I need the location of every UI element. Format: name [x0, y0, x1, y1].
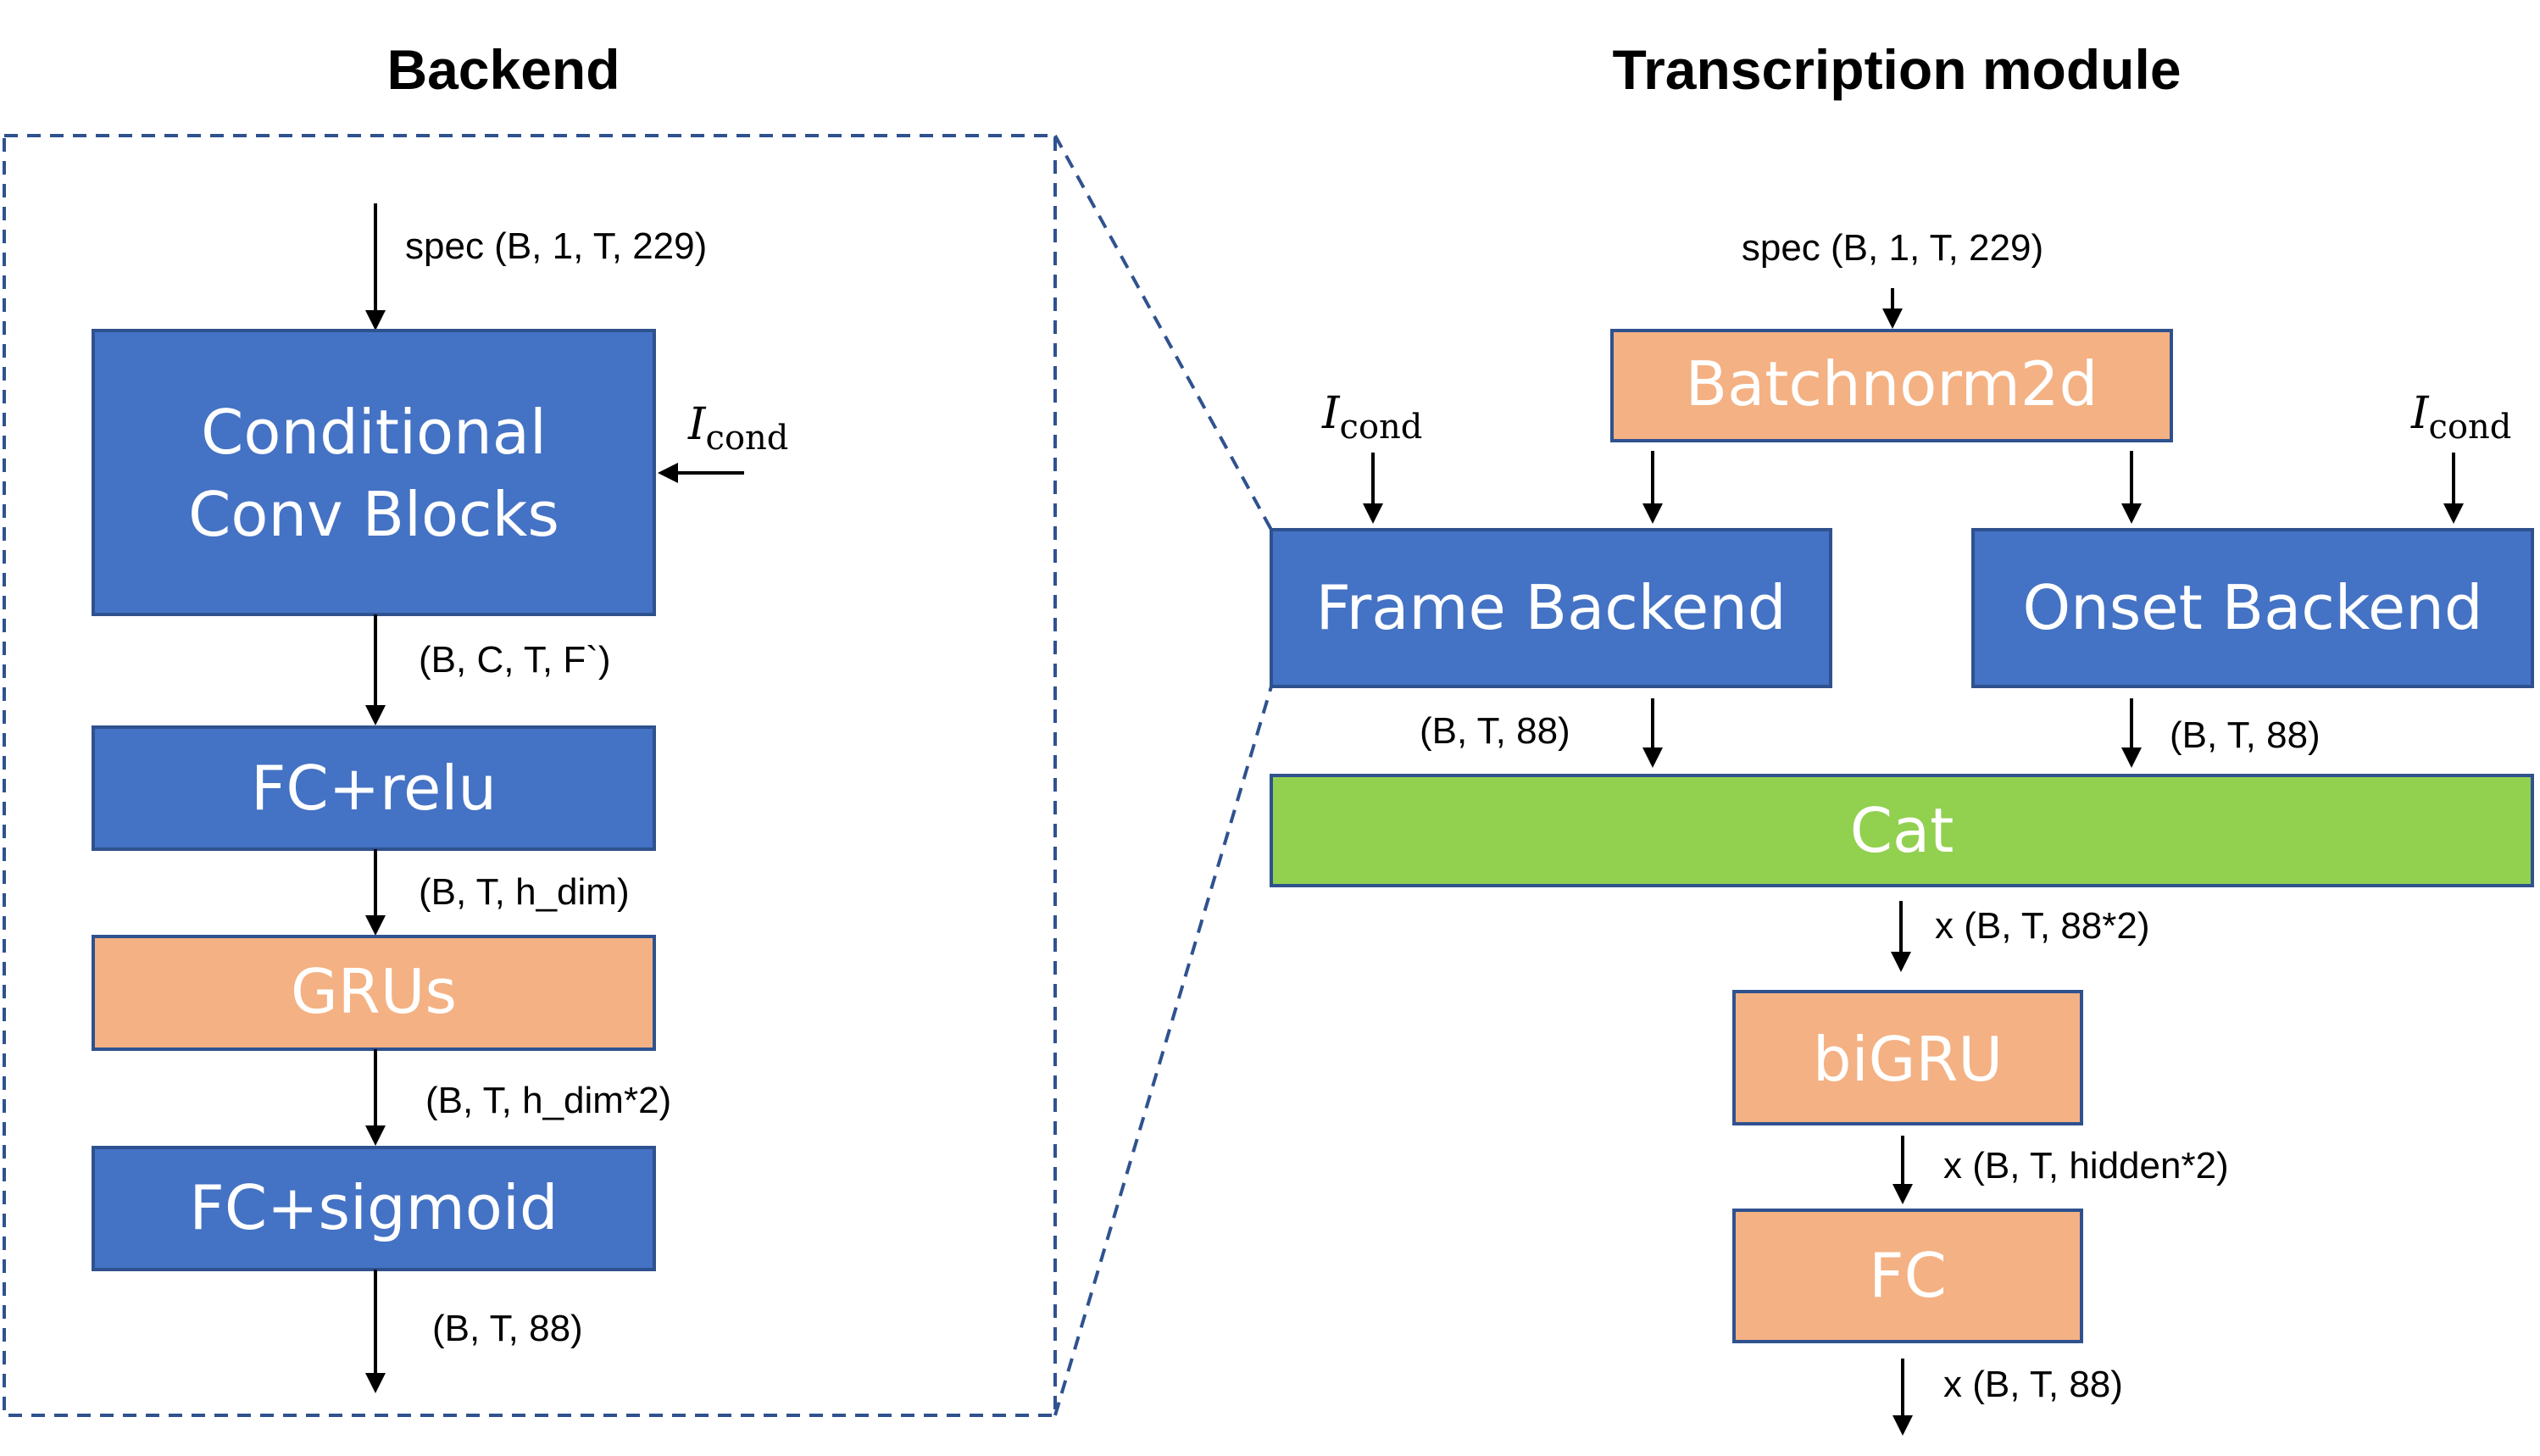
fc-relu-output-label: (B, T, h_dim): [419, 871, 630, 913]
grus-output-label: (B, T, h_dim*2): [425, 1080, 671, 1121]
cat-block: [1270, 774, 2534, 887]
frame-backend-label: Frame Backend: [1315, 572, 1786, 643]
transcription-output-label: x (B, T, 88): [1943, 1364, 2123, 1405]
zoom-line-bottom: [1053, 686, 1273, 1416]
frame-cond-label: Icond: [1321, 388, 1422, 447]
bigru-output-label: x (B, T, hidden*2): [1943, 1145, 2229, 1186]
bigru-label: biGRU: [1813, 1024, 2003, 1095]
batchnorm2d-block: [1610, 329, 2173, 442]
fc-relu-block: [92, 725, 656, 851]
transcription-input-label: spec (B, 1, T, 229): [1742, 227, 2043, 269]
cat-label: Cat: [1850, 795, 1954, 866]
onset-cond-label: Icond: [2410, 388, 2511, 447]
fc-sigmoid-label: FC+sigmoid: [189, 1172, 558, 1243]
bigru-block: [1732, 990, 2083, 1125]
frame-backend-block: [1270, 528, 1832, 688]
batchnorm2d-label: Batchnorm2d: [1686, 348, 2098, 420]
backend-title: Backend: [386, 38, 620, 101]
onset-output-label: (B, T, 88): [2170, 714, 2320, 756]
backend-cond-label: Icond: [687, 399, 788, 458]
fc-relu-label: FC+relu: [251, 753, 497, 824]
backend-output-label: (B, T, 88): [432, 1308, 583, 1349]
fc-label: FC: [1869, 1240, 1947, 1311]
transcription-module-title: Transcription module: [1612, 38, 2181, 101]
conditional-conv-blocks: [92, 329, 656, 616]
fc-sigmoid-block: [92, 1146, 656, 1271]
conditional-conv-label-line2: Conv Blocks: [188, 479, 559, 550]
conv-output-label: (B, C, T, F`): [419, 639, 611, 681]
zoom-line-top: [1053, 135, 1273, 531]
backend-input-label: spec (B, 1, T, 229): [405, 225, 707, 267]
fc-block: [1732, 1209, 2083, 1343]
cat-output-label: x (B, T, 88*2): [1935, 905, 2150, 947]
conditional-conv-label-line1: Conditional: [201, 397, 547, 468]
grus-label: GRUs: [291, 956, 457, 1027]
frame-output-label: (B, T, 88): [1420, 710, 1570, 752]
onset-backend-label: Onset Backend: [2022, 572, 2482, 643]
onset-backend-block: [1971, 528, 2534, 688]
